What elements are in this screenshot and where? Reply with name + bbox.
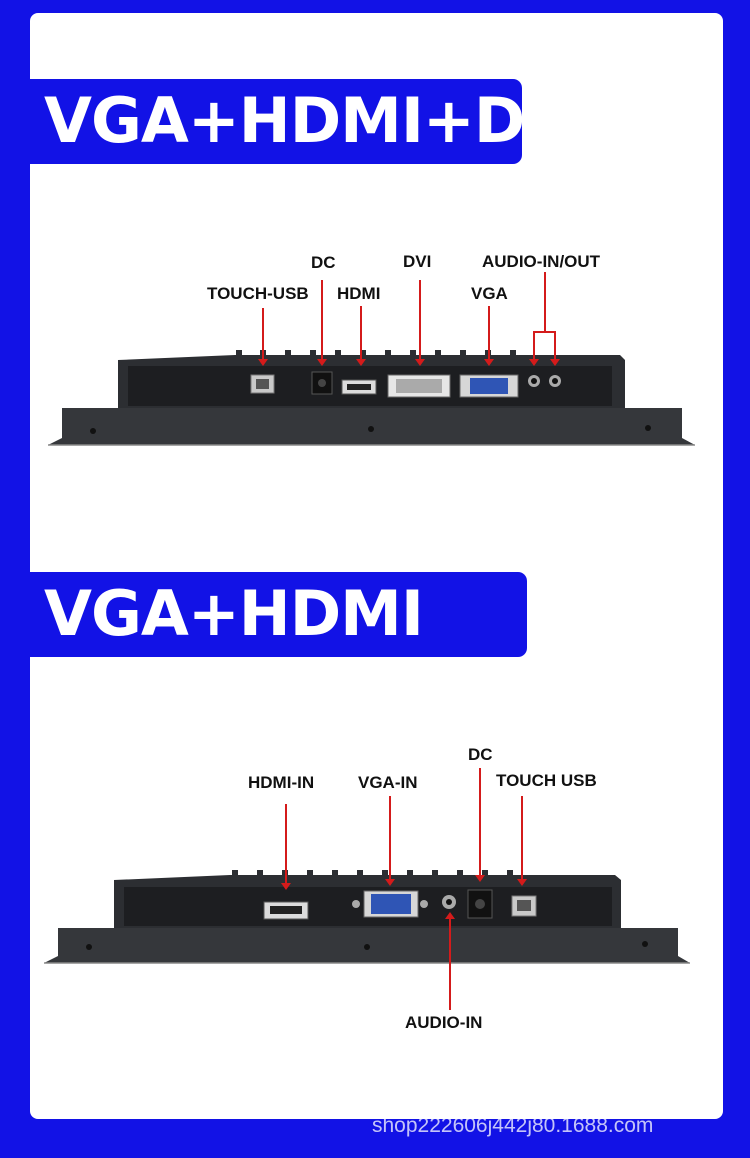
label-vga: VGA [471,284,508,303]
port-diagram-vga-hdmi: HDMI-IN VGA-IN DC TOUCH USB AUDIO-IN [44,745,690,1032]
section-title: VGA+HDMI [44,577,424,650]
label-dvi: DVI [403,252,431,271]
pointer-arrowheads [258,359,560,366]
label-touch-usb: TOUCH USB [496,771,597,790]
pointer-arrowheads [281,875,527,919]
label-hdmi: HDMI [337,284,380,303]
pointer-lines [262,272,556,362]
label-audio-in: AUDIO-IN [405,1013,482,1032]
watermark: shop222606j442j80.1688.com [372,1114,654,1137]
monitor-rear-panel [48,350,695,446]
label-audio-in-out: AUDIO-IN/OUT [482,252,601,271]
section-title: VGA+HDMI+DVI [44,84,594,157]
label-hdmi-in: HDMI-IN [248,773,314,792]
label-dc: DC [311,253,336,272]
label-dc: DC [468,745,493,764]
section-banner-vga-hdmi-dvi: VGA+HDMI+DVI [30,79,594,164]
label-vga-in: VGA-IN [358,773,418,792]
port-diagram-vga-hdmi-dvi: TOUCH-USB DC HDMI DVI VGA AUDIO-IN/OUT [48,252,695,446]
section-banner-vga-hdmi: VGA+HDMI [30,572,527,657]
pointer-lines [285,768,523,1010]
monitor-rear-panel [44,870,690,964]
label-touch-usb: TOUCH-USB [207,284,309,303]
